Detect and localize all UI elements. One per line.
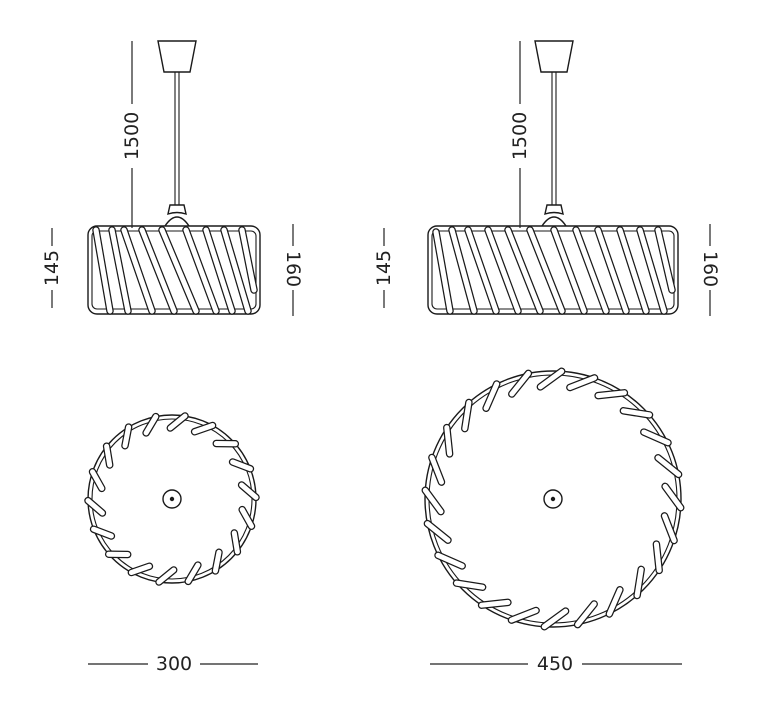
rim-strap — [192, 423, 216, 435]
rim-strap — [444, 425, 453, 457]
rim-strap — [509, 370, 531, 397]
rim-strap — [662, 483, 684, 511]
small-cable-length-label: 1500 — [121, 112, 143, 160]
large-shade-straps — [432, 226, 676, 315]
small-diameter-label: 300 — [156, 653, 192, 675]
small-outer-height-label: 160 — [282, 251, 304, 287]
rim-strap — [620, 408, 652, 418]
small-lamp-top-view: 300 — [84, 412, 260, 675]
rim-strap — [429, 455, 444, 485]
large-diameter-label: 450 — [537, 653, 573, 675]
rim-strap — [641, 429, 671, 446]
large-ceiling-canopy — [534, 40, 574, 73]
large-cable-length-label: 1500 — [509, 112, 531, 160]
rim-strap — [422, 487, 444, 515]
rim-strap — [167, 413, 188, 431]
rim-strap — [541, 608, 569, 630]
rim-strap — [104, 443, 113, 468]
rim-strap — [575, 601, 597, 628]
rim-strap — [143, 414, 159, 436]
rim-strap — [85, 498, 105, 516]
small-center-socket — [162, 489, 182, 509]
rim-strap — [185, 562, 201, 584]
rim-strap — [90, 469, 105, 491]
rim-strap — [91, 526, 114, 539]
rim-strap — [662, 513, 677, 543]
rim-strap — [212, 549, 222, 574]
large-lamp-side-view: 1500 145 160 — [373, 40, 721, 316]
rim-strap — [653, 541, 662, 573]
rim-strap — [230, 459, 253, 472]
large-outer-height-label: 160 — [699, 251, 721, 287]
small-top-straps — [84, 412, 260, 586]
small-ceiling-canopy — [157, 40, 197, 73]
rim-strap — [567, 375, 597, 390]
rim-strap — [239, 507, 254, 529]
rim-strap — [655, 455, 682, 477]
small-socket — [167, 204, 187, 216]
rim-strap — [483, 381, 500, 411]
rim-strap — [537, 368, 565, 390]
rim-strap — [509, 608, 539, 623]
large-socket — [544, 204, 564, 216]
rim-strap — [156, 567, 177, 585]
rim-strap — [424, 521, 451, 543]
rim-strap — [479, 599, 511, 608]
large-shade-outline — [424, 370, 682, 628]
rim-strap — [462, 400, 472, 432]
rim-strap — [595, 390, 627, 399]
large-shade-frame — [427, 225, 679, 315]
large-top-straps — [421, 367, 685, 631]
rim-strap — [454, 580, 486, 590]
rim-strap — [128, 563, 152, 575]
large-lamp-top-view: 450 — [421, 367, 685, 675]
rim-strap — [634, 566, 644, 598]
rim-strap — [239, 482, 259, 500]
large-center-socket — [543, 489, 563, 509]
rim-strap — [435, 552, 465, 569]
small-shade-straps — [92, 226, 258, 315]
rim-strap — [606, 587, 623, 617]
small-lamp-side-view: 1500 145 160 — [41, 40, 304, 316]
rim-strap — [231, 530, 240, 555]
small-inner-height-label: 145 — [41, 250, 63, 286]
large-inner-height-label: 145 — [373, 250, 395, 286]
rim-strap — [122, 424, 132, 449]
